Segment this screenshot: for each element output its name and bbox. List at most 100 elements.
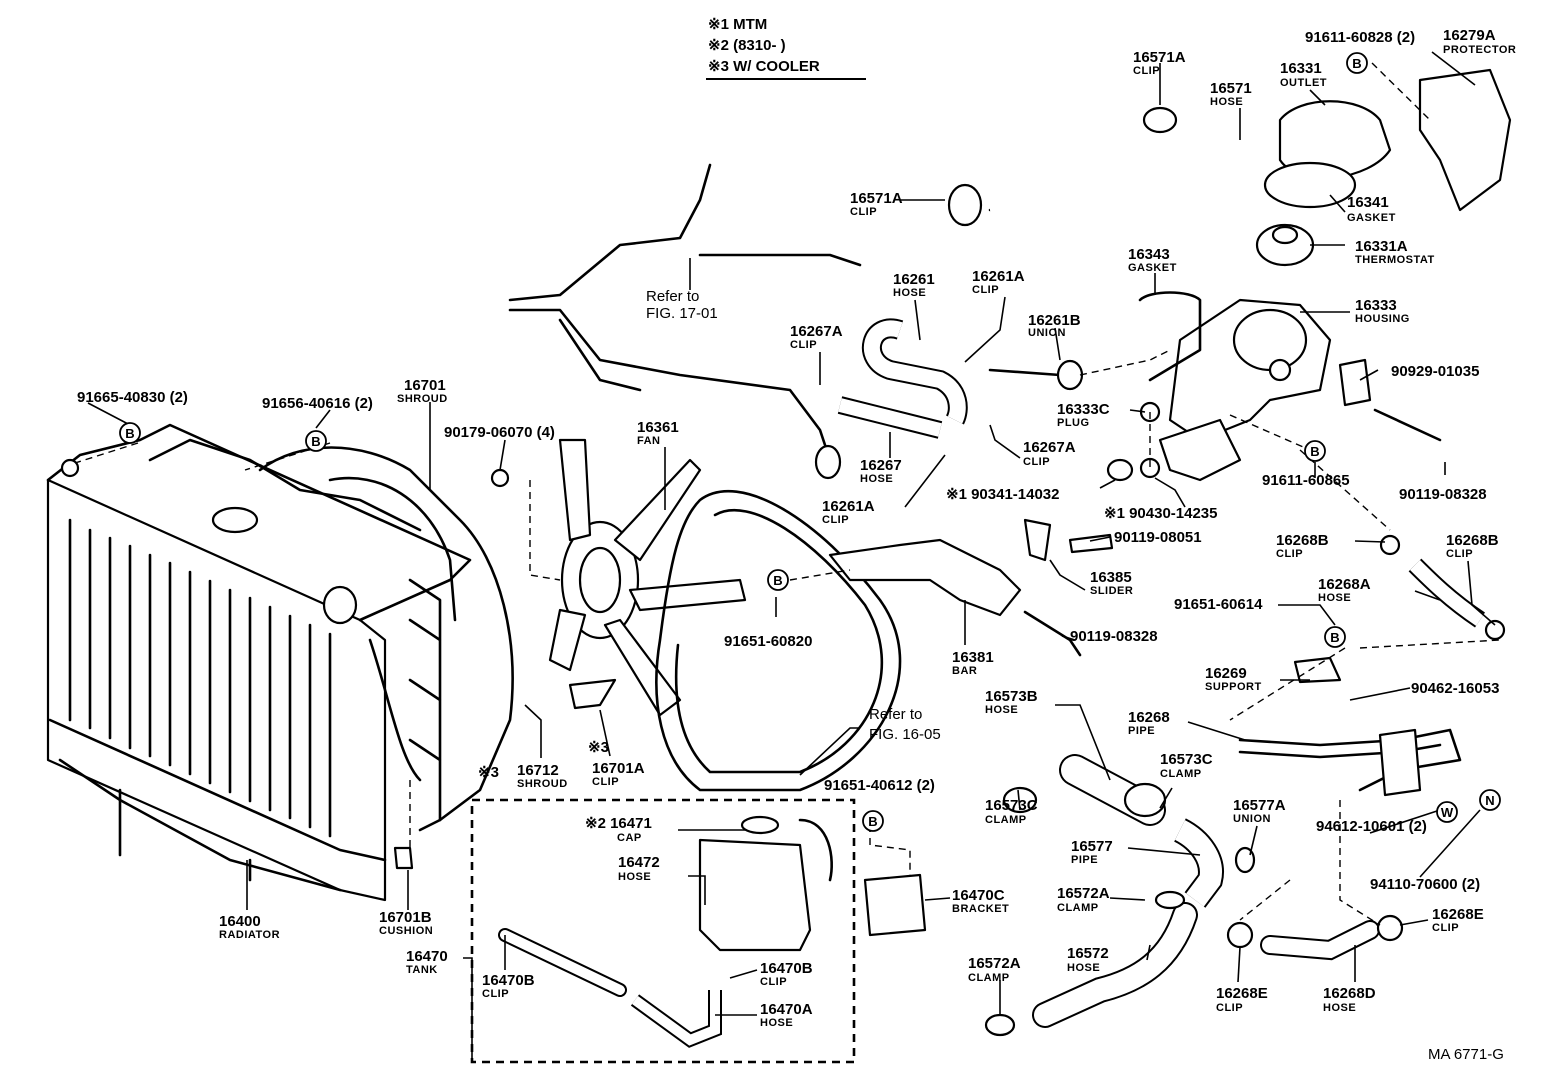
svg-text:16472: 16472 [618,854,660,871]
hose-16268A [1408,558,1486,628]
svg-text:FAN: FAN [637,435,661,447]
svg-text:16268D: 16268D [1323,985,1376,1002]
badge-b-icon: B [305,430,327,452]
svg-text:B: B [1330,630,1339,645]
svg-text:CLIP: CLIP [790,339,817,351]
svg-text:CLIP: CLIP [1023,456,1050,468]
svg-text:16572A: 16572A [968,955,1021,972]
svg-text:16573C: 16573C [985,797,1038,814]
svg-text:16268E: 16268E [1216,985,1268,1002]
svg-text:CAP: CAP [617,832,642,844]
svg-text:W: W [1441,805,1454,820]
leader-lines [87,51,1496,1062]
hose-16268D [1260,920,1380,961]
hose-16267 [837,396,943,439]
svg-text:16577A: 16577A [1233,797,1286,814]
svg-text:16701: 16701 [404,377,446,394]
svg-text:16573B: 16573B [985,688,1038,705]
svg-text:CLIP: CLIP [1432,922,1459,934]
svg-text:16261A: 16261A [972,268,1025,285]
svg-text:PLUG: PLUG [1057,417,1090,429]
svg-text:B: B [1310,444,1319,459]
svg-text:16701B: 16701B [379,909,432,926]
svg-text:HOSE: HOSE [860,473,893,485]
label-91656-40616: 91656-40616 (2) [262,395,373,412]
svg-text:16470B: 16470B [482,972,535,989]
reservoir-tank-16470 [470,798,856,1064]
svg-text:HOSE: HOSE [618,871,651,883]
label-90341-14032: ※1 90341-14032 [946,486,1060,503]
svg-text:CLIP: CLIP [822,514,849,526]
svg-text:CLIP: CLIP [1216,1002,1243,1014]
label-90430-14235: ※1 90430-14235 [1104,505,1218,522]
small-parts [393,358,1506,1037]
badge-b-icon: B [862,810,884,832]
svg-text:16571A: 16571A [1133,49,1186,66]
label-91665-40830: 91665-40830 (2) [77,389,188,406]
figure-id: MA 6771-G [1428,1046,1504,1063]
badges: B B B B B B B W N [119,52,1501,832]
svg-text:16333C: 16333C [1057,401,1110,418]
svg-text:16268A: 16268A [1318,576,1371,593]
legend-note-1: ※1 MTM [708,16,767,33]
label-90119-08328-mid: 90119-08328 [1070,628,1158,645]
legend-note-2: ※2 (8310- ) [708,37,786,54]
fan-belt [655,489,902,792]
svg-text:CLIP: CLIP [1133,65,1160,77]
water-outlet-16331 [1263,68,1512,212]
svg-text:※2 16471: ※2 16471 [585,815,652,832]
svg-text:B: B [125,426,134,441]
svg-text:16572: 16572 [1067,945,1109,962]
svg-text:16269: 16269 [1205,665,1247,682]
svg-text:CLIP: CLIP [592,776,619,788]
svg-text:16361: 16361 [637,419,679,436]
label-note-3-right: ※3 [588,739,609,756]
svg-text:16261: 16261 [893,271,935,288]
bar-16381 [828,538,1022,617]
svg-text:CLIP: CLIP [850,206,877,218]
label-94612-10601: 94612-10601 (2) [1316,818,1427,835]
svg-text:CLIP: CLIP [760,976,787,988]
svg-text:OUTLET: OUTLET [1280,77,1327,89]
legend: ※1 MTM ※2 (8310- ) ※3 W/ COOLER [706,16,866,80]
svg-text:16267A: 16267A [790,323,843,340]
label-note-3-left: ※3 [478,764,499,781]
legend-note-3: ※3 W/ COOLER [708,58,820,75]
svg-text:B: B [311,434,320,449]
svg-text:BRACKET: BRACKET [952,903,1009,915]
label-91651-60614: 91651-60614 [1174,596,1263,613]
svg-text:16333: 16333 [1355,297,1397,314]
svg-text:16331A: 16331A [1355,238,1408,255]
label-91611-60865: 91611-60865 [1262,472,1350,489]
svg-text:16267A: 16267A [1023,439,1076,456]
svg-text:16572A: 16572A [1057,885,1110,902]
svg-text:PROTECTOR: PROTECTOR [1443,44,1516,56]
svg-text:16268B: 16268B [1446,532,1499,549]
